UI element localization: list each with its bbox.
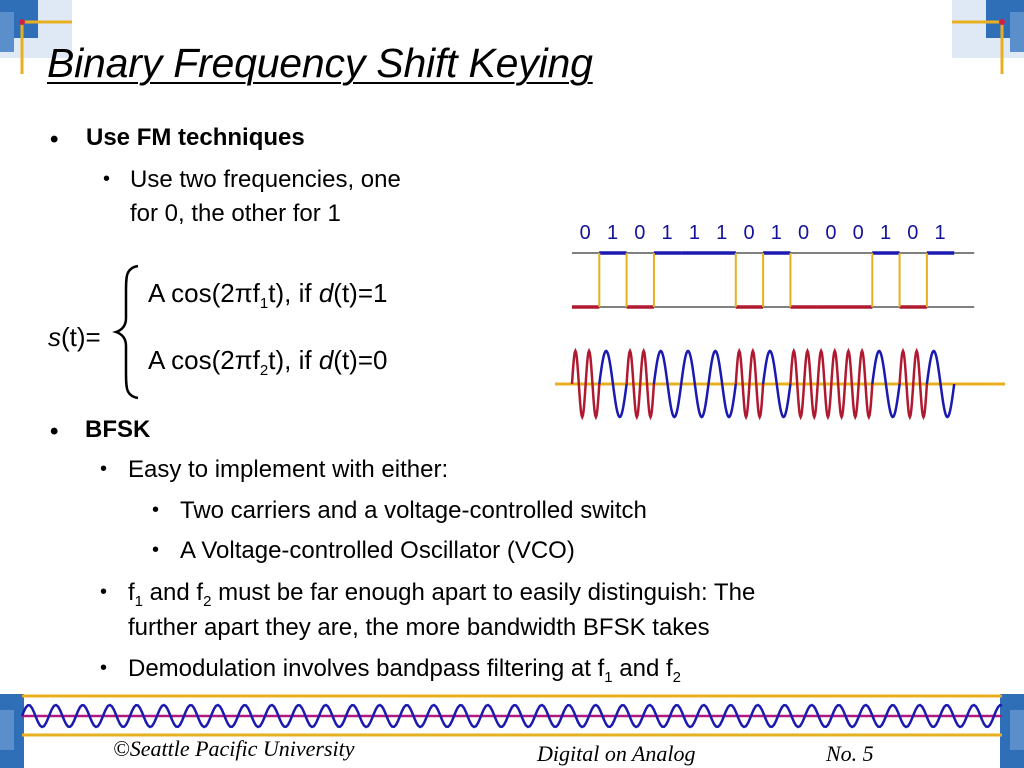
bullet-marker: • xyxy=(100,581,108,603)
bit-label: 1 xyxy=(606,222,619,244)
formula-case-1: A cos(2πf1t), if d(t)=1 xyxy=(148,278,388,312)
formula-lhs: s(t)= xyxy=(48,322,101,352)
fsk-segment xyxy=(925,349,956,419)
corner-bottom-left xyxy=(0,694,24,768)
bullet-marker: • xyxy=(50,126,59,153)
bullet-use-fm: Use FM techniques xyxy=(86,124,305,151)
bullet-two-carriers: Two carriers and a voltage-controlled sw… xyxy=(180,497,647,524)
fsk-segment xyxy=(789,347,819,421)
fsk-segment xyxy=(761,349,792,419)
bullet-marker: • xyxy=(100,458,108,480)
footer-course: Digital on Analog xyxy=(537,741,696,766)
corner-top-left xyxy=(0,0,72,74)
bullet-marker: • xyxy=(50,418,59,445)
bit-label: 1 xyxy=(716,222,728,244)
digital-signal xyxy=(572,251,975,309)
fsk-segment xyxy=(843,347,874,421)
bit-label: 0 xyxy=(825,222,837,244)
bullet-two-frequencies-line2: for 0, the other for 1 xyxy=(130,200,341,227)
fsk-segment xyxy=(570,347,601,421)
footer-sine-wave xyxy=(20,703,1003,729)
bit-label: 0 xyxy=(907,222,919,244)
slide-title: Binary Frequency Shift Keying xyxy=(47,40,593,86)
fsk-segment xyxy=(898,347,929,421)
bullet-vco: A Voltage-controlled Oscillator (VCO) xyxy=(180,537,575,564)
footer-page-number: No. 5 xyxy=(826,741,874,766)
corner-top-right xyxy=(952,0,1024,74)
bit-label: 1 xyxy=(934,222,946,244)
bullet-far-apart-line1: f1 and f2 must be far enough apart to ea… xyxy=(128,579,756,610)
footer-copyright: ©Seattle Pacific University xyxy=(113,736,355,761)
bit-label: 1 xyxy=(661,222,673,244)
bullet-demodulation: Demodulation involves bandpass filtering… xyxy=(128,655,682,686)
bullet-marker: • xyxy=(100,657,108,679)
bullet-two-frequencies-line1: Use two frequencies, one xyxy=(130,166,401,193)
fsk-segment xyxy=(652,349,683,419)
bullet-marker: • xyxy=(103,168,111,190)
bullet-marker: • xyxy=(152,539,160,561)
bit-label: 0 xyxy=(634,222,646,244)
bullet-far-apart-line2: further apart they are, the more bandwid… xyxy=(128,614,710,641)
bit-label: 0 xyxy=(743,222,755,244)
fsk-segment xyxy=(598,349,628,419)
bullet-marker: • xyxy=(152,499,160,521)
fsk-segment xyxy=(871,349,901,419)
fsk-waveform xyxy=(570,347,956,421)
bit-label: 0 xyxy=(798,222,810,244)
bit-label: 1 xyxy=(770,222,782,244)
formula-brace xyxy=(112,264,139,400)
bit-label: 1 xyxy=(688,222,700,244)
bullet-easy-implement: Easy to implement with either: xyxy=(128,456,449,483)
fsk-segment xyxy=(707,349,738,419)
corner-bottom-right xyxy=(1000,694,1024,768)
bit-label: 0 xyxy=(579,222,591,244)
formula-case-2: A cos(2πf2t), if d(t)=0 xyxy=(148,345,388,379)
fsk-segment xyxy=(679,349,710,419)
footer-wave-band xyxy=(20,694,1003,737)
bit-label: 1 xyxy=(879,222,892,244)
fsk-segment xyxy=(816,347,847,421)
bullet-bfsk: BFSK xyxy=(85,416,151,443)
fsk-segment xyxy=(734,347,765,421)
bfsk-diagram xyxy=(555,251,1005,421)
fsk-segment xyxy=(625,347,656,421)
bit-label: 0 xyxy=(852,222,864,244)
